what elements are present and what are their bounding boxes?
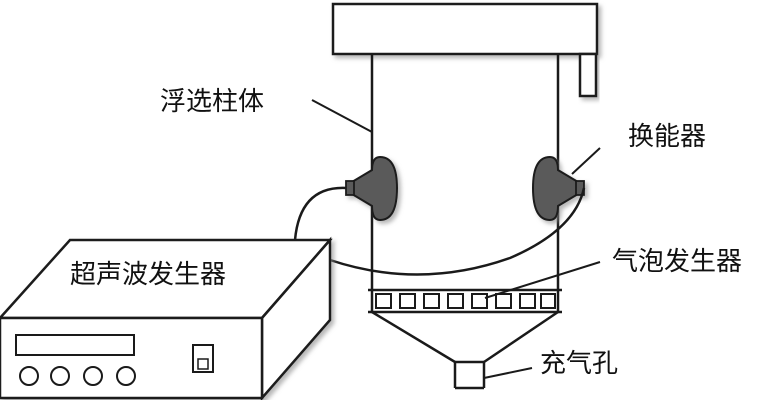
label-column: 浮选柱体 — [160, 87, 264, 117]
knob-4[interactable] — [116, 366, 136, 386]
label-transducer: 换能器 — [628, 122, 706, 152]
ultrasonic-generator — [0, 236, 333, 400]
leader-column — [311, 99, 373, 133]
knob-1[interactable] — [19, 366, 39, 386]
generator-knobs — [19, 366, 136, 386]
generator-display — [15, 334, 135, 356]
air-inlet — [453, 362, 486, 390]
cable-left — [293, 186, 347, 241]
label-air-inlet: 充气孔 — [540, 349, 618, 379]
conical-bottom — [371, 310, 559, 364]
leader-transducer — [571, 147, 601, 175]
knob-2[interactable] — [50, 366, 70, 386]
label-generator: 超声波发生器 — [70, 260, 226, 290]
right-transducer — [531, 155, 585, 222]
leader-bubble-generator — [484, 261, 601, 299]
cable-right — [329, 187, 586, 276]
power-switch[interactable] — [192, 344, 214, 373]
label-bubble-generator: 气泡发生器 — [612, 247, 742, 277]
bubble-generator — [368, 288, 562, 314]
knob-3[interactable] — [83, 366, 103, 386]
column-top-cap — [331, 2, 599, 56]
left-transducer — [345, 155, 399, 222]
leader-air-inlet — [483, 367, 533, 379]
overflow-pipe — [578, 52, 598, 98]
